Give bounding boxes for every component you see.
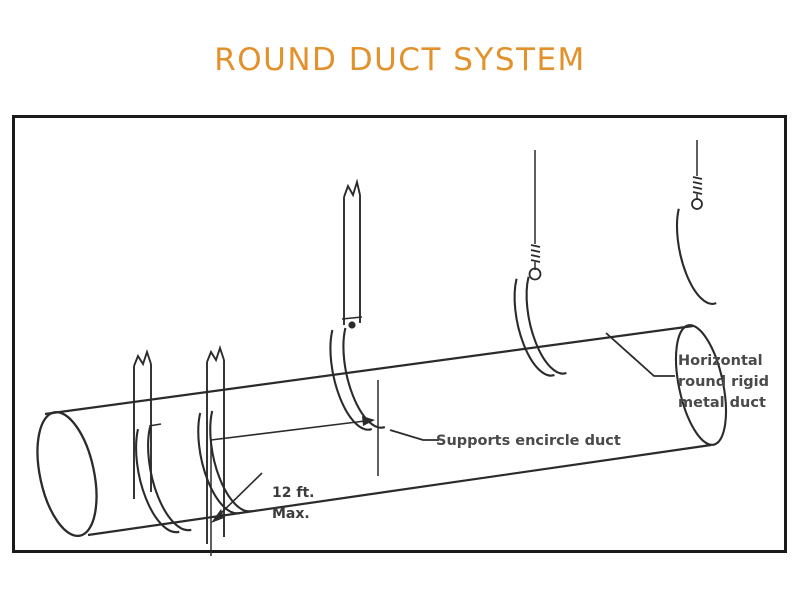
dim-value-line-2: Max. xyxy=(272,506,310,522)
duct-bottom-edge xyxy=(87,443,712,537)
encircling-band-support-2 xyxy=(197,410,253,515)
duct-right-end-ellipse xyxy=(674,324,728,446)
round-duct-body xyxy=(36,324,728,538)
duct-top-edge xyxy=(44,324,694,416)
supports-callout-line-1: Supports encircle duct xyxy=(436,433,621,449)
band-3-arc xyxy=(329,329,373,431)
band-2-arc xyxy=(197,412,241,515)
duct-callout: Horizontal round rigid metal duct xyxy=(605,332,769,411)
figure-frame: Horizontal round rigid metal duct Suppor… xyxy=(12,115,787,556)
encircling-band-support-5 xyxy=(675,208,717,305)
wire-2-twist xyxy=(692,176,703,195)
strap-3-break-symbol xyxy=(343,178,361,198)
band-2-arc-inner xyxy=(209,410,253,513)
band-4-arc-inner xyxy=(525,276,567,375)
round-duct-system-diagram: Horizontal round rigid metal duct Suppor… xyxy=(36,140,769,556)
band-3-arc-inner xyxy=(342,327,386,429)
strap-3-bolt-plate xyxy=(341,316,363,320)
wire-1-twist xyxy=(530,244,541,263)
flat-strap-hanger-1 xyxy=(133,348,152,499)
strap-1-break-symbol xyxy=(133,348,152,367)
page-title: ROUND DUCT SYSTEM xyxy=(214,42,586,78)
band-4-arc xyxy=(513,278,555,377)
dim-arrow-upper-right xyxy=(362,416,375,426)
duct-callout-leader xyxy=(605,332,675,377)
dim-value-line-1: 12 ft. xyxy=(272,485,314,501)
supports-callout: Supports encircle duct xyxy=(389,429,621,449)
strap-2-break-symbol xyxy=(206,344,225,363)
wire-hanger-2 xyxy=(691,140,703,210)
band-5-arc xyxy=(675,208,717,305)
duct-callout-line-1: Horizontal xyxy=(678,353,763,369)
duct-callout-line-3: metal duct xyxy=(678,395,766,411)
flat-strap-hanger-3 xyxy=(341,178,363,329)
supports-callout-leader xyxy=(389,429,439,441)
dim-arrow-lower-left xyxy=(211,509,224,523)
encircling-band-support-4 xyxy=(513,276,567,377)
dim-line-upper xyxy=(210,419,374,441)
strap-3-bolt xyxy=(348,321,356,329)
encircling-band-support-3 xyxy=(329,327,386,431)
wire-1-loop xyxy=(528,267,542,281)
dimension-12ft-max: 12 ft. Max. xyxy=(210,380,379,556)
band-1-arc-inner xyxy=(147,426,192,532)
duct-left-end-ellipse xyxy=(36,410,98,538)
band-1-arc xyxy=(135,428,180,534)
duct-callout-line-2: round rigid xyxy=(678,374,769,390)
wire-2-loop xyxy=(691,198,703,210)
wire-hanger-1 xyxy=(528,150,542,281)
